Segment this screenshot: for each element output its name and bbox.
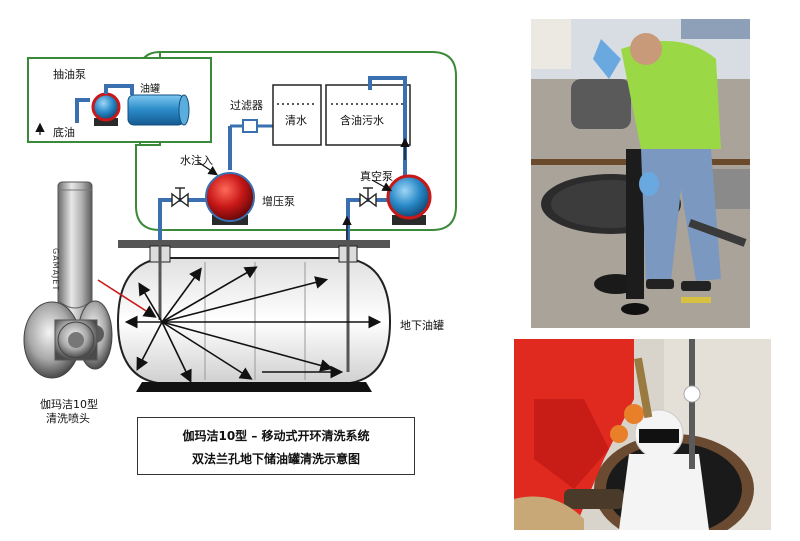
inset-pump-label: 抽油泵: [53, 68, 86, 81]
photo-worker-manhole: [531, 19, 750, 328]
caption-line2: 双法兰孔地下储油罐清洗示意图: [191, 452, 360, 466]
underground-tank-label: 地下油罐: [400, 319, 444, 332]
filter-icon: [242, 119, 258, 133]
ground-line: [118, 240, 390, 248]
closed-loop-border: [135, 51, 457, 231]
nozzle-brand-text: GAMAJET: [51, 248, 60, 292]
oily-water-tank: [325, 84, 411, 146]
inset-bottom-oil-label: 底油: [53, 126, 75, 139]
water-inlet-label: 水注入: [180, 154, 213, 167]
booster-pump-icon: [205, 172, 255, 222]
photo-worker-manhole-art: [531, 19, 750, 328]
inset-tank-label: 油罐: [140, 84, 160, 95]
diagram-caption: 伽玛洁10型 – 移动式开环清洗系统 双法兰孔地下储油罐清洗示意图: [137, 417, 415, 475]
inset-tank-icon: [127, 94, 185, 126]
vacuum-pump-icon: [386, 174, 432, 220]
filter-label: 过滤器: [230, 99, 263, 112]
nozzle-image: [23, 181, 113, 379]
photo-worker-in-manway-art: [514, 339, 771, 530]
nozzle-label-line1: 伽玛洁10型: [40, 398, 98, 411]
clean-water-label: 清水: [285, 114, 307, 127]
vacuum-pump-label: 真空泵: [360, 170, 393, 183]
clean-water-tank: [272, 84, 322, 146]
nozzle-label-line2: 清洗喷头: [46, 412, 90, 425]
vacuum-valve-icon: [359, 187, 377, 208]
inset-pump-icon: [91, 92, 121, 122]
photo-worker-in-manway: [514, 339, 771, 530]
booster-valve-icon: [171, 187, 189, 208]
oily-water-label: 含油污水: [340, 114, 384, 127]
booster-pump-label: 增压泵: [262, 195, 295, 208]
caption-line1: 伽玛洁10型 – 移动式开环清洗系统: [182, 429, 370, 443]
